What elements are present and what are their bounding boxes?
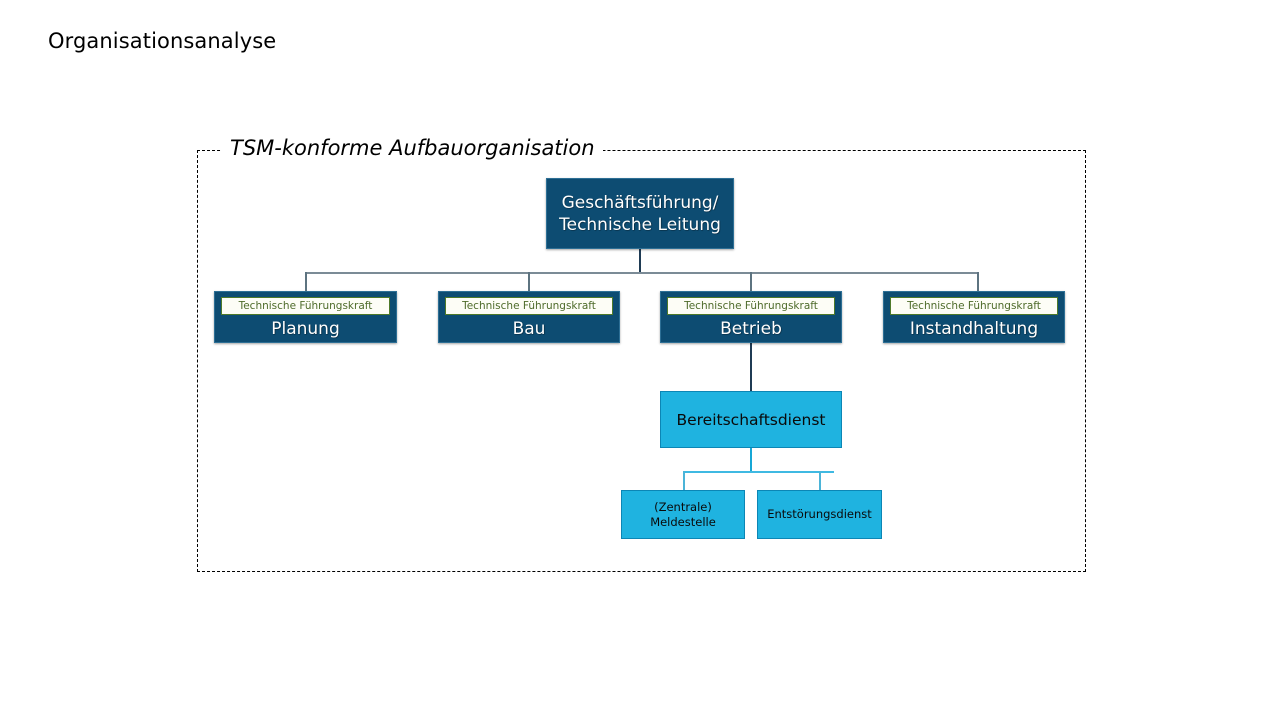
node-planung[interactable]: Technische Führungskraft Planung [214, 291, 397, 343]
connector-drop-planung [305, 272, 307, 291]
connector-drop-betrieb [750, 272, 752, 291]
node-betrieb-label: Betrieb [720, 319, 782, 339]
node-entstoerungsdienst[interactable]: Entstörungsdienst [757, 490, 882, 539]
role-badge-planung: Technische Führungskraft [221, 297, 390, 315]
connector-bereitschaft-stem [750, 448, 753, 472]
node-geschaeftsfuehrung-label: Geschäftsführung/ Technische Leitung [559, 192, 721, 236]
connector-drop-meldestelle [683, 471, 685, 490]
group-title: TSM-konforme Aufbauorganisation [222, 136, 603, 160]
connector-drop-instandhaltung [977, 272, 979, 291]
node-zentrale-meldestelle-line2: Meldestelle [650, 514, 716, 529]
node-instandhaltung[interactable]: Technische Führungskraft Instandhaltung [883, 291, 1065, 343]
node-planung-label: Planung [271, 319, 340, 339]
node-geschaeftsfuehrung-line1: Geschäftsführung/ [561, 192, 719, 213]
node-bau[interactable]: Technische Führungskraft Bau [438, 291, 620, 343]
role-badge-bau: Technische Führungskraft [445, 297, 613, 315]
node-entstoerungsdienst-label: Entstörungsdienst [767, 507, 872, 521]
node-zentrale-meldestelle-label: (Zentrale) Meldestelle [650, 500, 716, 530]
node-geschaeftsfuehrung[interactable]: Geschäftsführung/ Technische Leitung [546, 178, 734, 249]
connector-leaf-bus [683, 471, 834, 474]
node-bereitschaftsdienst[interactable]: Bereitschaftsdienst [660, 391, 842, 448]
connector-drop-bau [528, 272, 530, 291]
node-geschaeftsfuehrung-line2: Technische Leitung [559, 214, 721, 235]
node-zentrale-meldestelle-line1: (Zentrale) [654, 499, 712, 514]
group-container-tsm [197, 150, 1086, 572]
node-bereitschaftsdienst-label: Bereitschaftsdienst [676, 410, 826, 429]
connector-drop-entstoerungsdienst [819, 471, 821, 490]
role-badge-betrieb: Technische Führungskraft [667, 297, 835, 315]
node-zentrale-meldestelle[interactable]: (Zentrale) Meldestelle [621, 490, 745, 539]
connector-root-stem [639, 249, 641, 273]
node-betrieb[interactable]: Technische Führungskraft Betrieb [660, 291, 842, 343]
connector-betrieb-bereitschaft [750, 343, 752, 391]
node-instandhaltung-label: Instandhaltung [909, 319, 1039, 339]
node-bau-label: Bau [512, 319, 546, 339]
role-badge-instandhaltung: Technische Führungskraft [890, 297, 1058, 315]
connector-level1-bus [305, 272, 979, 274]
page-title: Organisationsanalyse [48, 29, 277, 53]
